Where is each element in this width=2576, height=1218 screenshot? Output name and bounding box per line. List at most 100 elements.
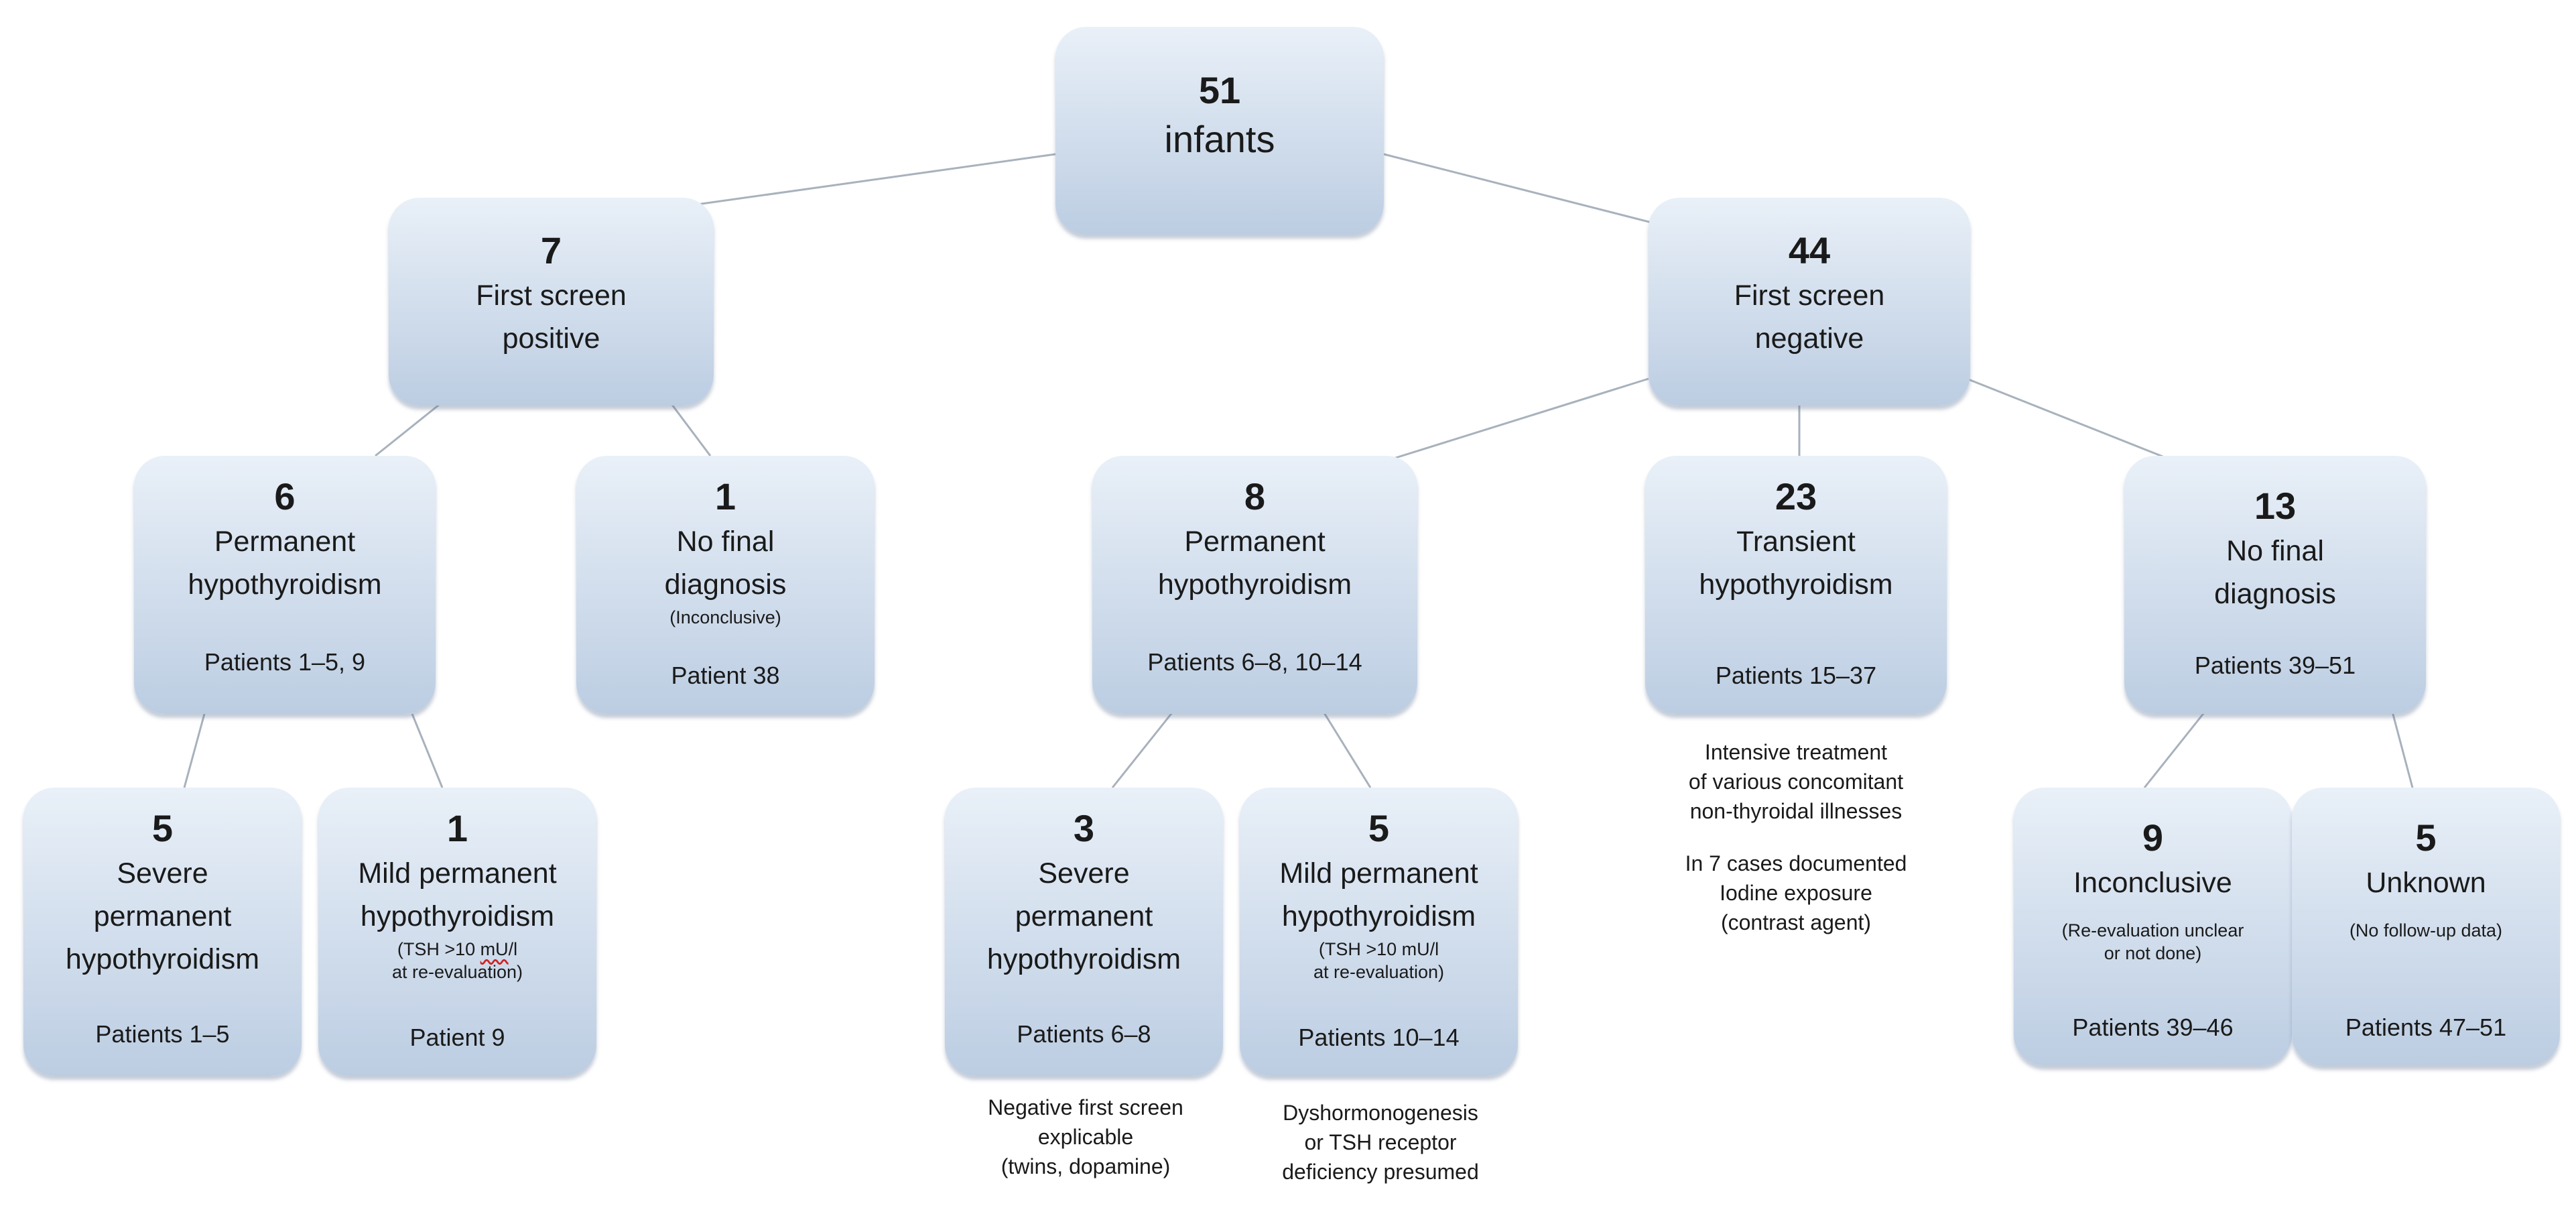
node-sub: at re-evaluation)	[1313, 962, 1445, 982]
node-sub: (TSH >10 mU/l	[1318, 939, 1439, 959]
link-negative-permanent	[1380, 377, 1649, 464]
note-negative-mild: Dyshormonogenesis or TSH receptor defici…	[1233, 1098, 1528, 1186]
link-positive-permanent	[375, 401, 443, 457]
node-count: 3	[1073, 807, 1095, 849]
node-label: Mild permanent	[1279, 857, 1478, 890]
note-line: Iodine exposure	[1720, 881, 1872, 905]
note-line: (twins, dopamine)	[1001, 1154, 1171, 1178]
node-negative-severe-permanent: 3 Severe permanent hypothyroidism Patien…	[945, 788, 1223, 1076]
node-label: First screen	[476, 280, 627, 312]
node-patients: Patients 39–46	[2072, 1014, 2234, 1041]
node-count: 13	[2254, 485, 2297, 527]
note-transient: Intensive treatment of various concomita…	[1635, 737, 1957, 960]
node-label: hypothyroidism	[65, 943, 260, 975]
node-label: diagnosis	[664, 568, 787, 601]
node-sub: (Inconclusive)	[669, 607, 781, 627]
node-patients: Patients 15–37	[1715, 662, 1877, 689]
note-paragraph: Intensive treatment of various concomita…	[1635, 737, 1957, 826]
node-patients: Patients 6–8	[1017, 1020, 1151, 1048]
node-first-screen-negative: 44 First screen negative	[1649, 198, 1970, 406]
node-label: infants	[1164, 118, 1275, 160]
node-count: 5	[151, 807, 174, 849]
node-sub-part: (TSH >10	[397, 939, 480, 959]
node-patients: Patients 39–51	[2194, 652, 2356, 679]
node-label: Permanent	[1184, 526, 1326, 558]
node-sub: (TSH >10 mU/l	[397, 938, 517, 961]
note-line: of various concomitant	[1688, 770, 1904, 794]
node-patients: Patient 38	[671, 662, 780, 689]
note-line: In 7 cases documented	[1685, 851, 1907, 875]
node-root-infants: 51 infants	[1055, 27, 1384, 235]
link-pos-permanent-mild	[411, 713, 444, 788]
node-sub-part: mU	[480, 939, 509, 959]
node-label: hypothyroidism	[1281, 900, 1476, 932]
node-sub: (No follow-up data)	[2349, 920, 2503, 940]
node-label: negative	[1754, 322, 1864, 355]
node-positive-no-final-diagnosis: 1 No final diagnosis (Inconclusive) Pati…	[576, 456, 875, 714]
note-line: explicable	[1037, 1125, 1134, 1149]
node-label: hypothyroidism	[360, 900, 555, 932]
node-label: permanent	[1015, 900, 1153, 932]
link-nofinal-unknown	[2391, 711, 2414, 788]
node-negative-no-final-diagnosis: 13 No final diagnosis Patients 39–51	[2124, 456, 2426, 714]
node-count: 5	[1368, 807, 1390, 849]
node-label: diagnosis	[2214, 578, 2336, 610]
node-unknown: 5 Unknown (No follow-up data) Patients 4…	[2292, 788, 2560, 1066]
node-negative-permanent-hypothyroidism: 8 Permanent hypothyroidism Patients 6–8,…	[1092, 456, 1417, 714]
node-positive-severe-permanent: 5 Severe permanent hypothyroidism Patien…	[23, 788, 302, 1076]
node-label: Mild permanent	[358, 857, 557, 890]
link-root-negative	[1383, 153, 1699, 236]
note-line: non-thyroidal illnesses	[1689, 799, 1903, 823]
node-label: Severe	[117, 857, 208, 890]
node-count: 44	[1788, 229, 1831, 271]
node-label: hypothyroidism	[986, 943, 1181, 975]
node-sub: (Re-evaluation unclear	[2061, 920, 2244, 940]
node-label: Unknown	[2366, 867, 2486, 899]
node-inconclusive: 9 Inconclusive (Re-evaluation unclear or…	[2014, 788, 2292, 1066]
node-count: 51	[1198, 69, 1241, 111]
note-line: (contrast agent)	[1720, 910, 1872, 934]
node-label: First screen	[1734, 280, 1885, 312]
node-sub: or not done)	[2104, 943, 2202, 963]
node-label: hypothyroidism	[1699, 568, 1893, 601]
node-label: No final	[676, 526, 775, 558]
node-positive-mild-permanent: 1 Mild permanent hypothyroidism (TSH >10…	[318, 788, 596, 1076]
link-positive-nofinal	[669, 402, 712, 456]
node-label: No final	[2226, 535, 2324, 567]
node-patients: Patients 47–51	[2345, 1014, 2507, 1041]
node-patients: Patients 1–5, 9	[204, 648, 366, 676]
node-negative-mild-permanent: 5 Mild permanent hypothyroidism (TSH >10…	[1240, 788, 1518, 1076]
link-neg-permanent-mild	[1322, 711, 1372, 788]
node-count: 6	[274, 475, 296, 517]
node-label: Severe	[1038, 857, 1130, 890]
node-count: 1	[446, 807, 468, 849]
link-negative-nofinal	[1966, 377, 2179, 464]
link-pos-permanent-severe	[183, 713, 206, 788]
note-line: Dyshormonogenesis	[1283, 1101, 1478, 1125]
note-line: Negative first screen	[988, 1095, 1183, 1119]
node-count: 7	[540, 229, 562, 271]
note-negative-severe: Negative first screen explicable (twins,…	[938, 1093, 1233, 1181]
node-sub-part: /l	[508, 939, 518, 959]
node-label: Transient	[1736, 526, 1856, 558]
node-label: hypothyroidism	[188, 568, 382, 601]
node-count: 23	[1775, 475, 1817, 517]
note-paragraph: In 7 cases documented Iodine exposure (c…	[1635, 849, 1957, 937]
node-patients: Patients 1–5	[95, 1020, 230, 1048]
node-label: Permanent	[214, 526, 356, 558]
node-negative-transient-hypothyroidism: 23 Transient hypothyroidism Patients 15–…	[1645, 456, 1947, 714]
note-line: Intensive treatment	[1704, 740, 1888, 764]
node-count: 5	[2415, 816, 2437, 859]
node-patients: Patient 9	[409, 1024, 505, 1051]
note-line: deficiency presumed	[1282, 1160, 1479, 1184]
node-count: 9	[2142, 816, 2164, 859]
node-label: hypothyroidism	[1157, 568, 1352, 601]
note-line: or TSH receptor	[1304, 1130, 1457, 1154]
node-count: 1	[714, 475, 736, 517]
node-patients: Patients 10–14	[1298, 1024, 1460, 1051]
link-neg-permanent-severe	[1111, 711, 1174, 788]
node-label: Inconclusive	[2073, 867, 2232, 899]
link-nofinal-inconclusive	[2143, 711, 2206, 788]
node-positive-permanent-hypothyroidism: 6 Permanent hypothyroidism Patients 1–5,…	[134, 456, 436, 714]
